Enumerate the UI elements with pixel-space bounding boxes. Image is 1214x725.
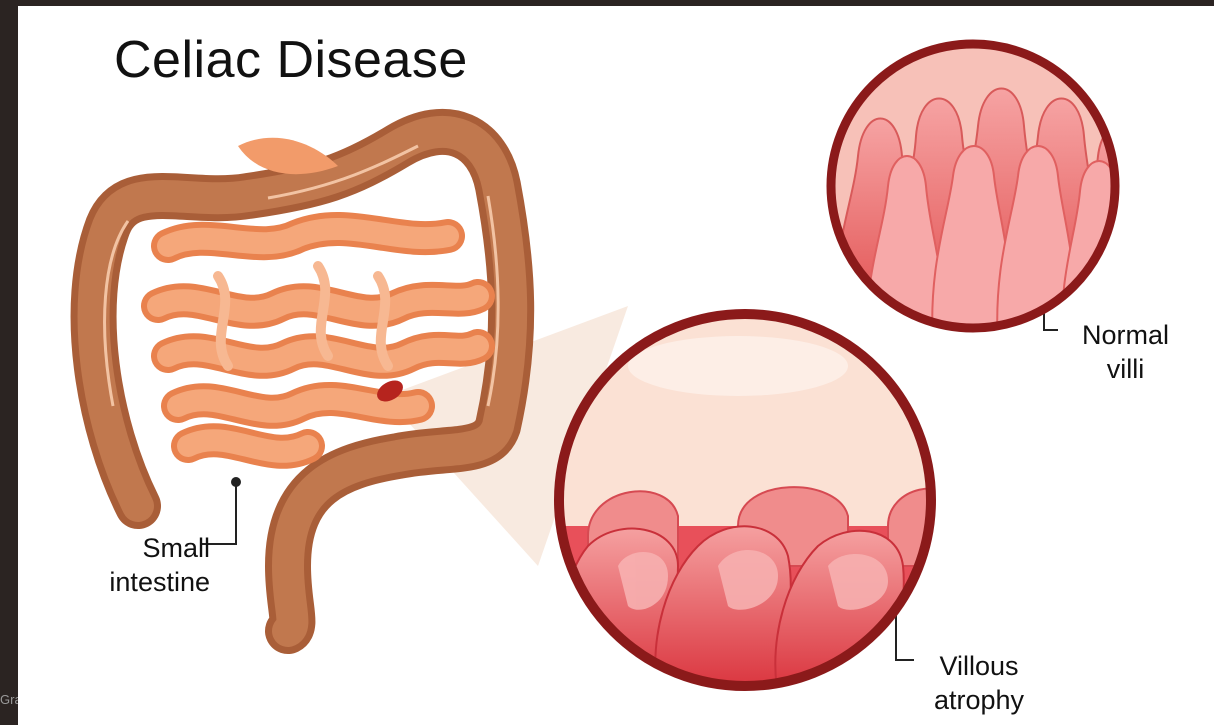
villous-atrophy-label-line1: Villous [934, 649, 1024, 683]
small-intestine-label-line2: intestine [98, 565, 210, 599]
diagram-title: Celiac Disease [114, 34, 468, 86]
villous-atrophy-label: Villous atrophy [934, 649, 1024, 717]
illustration-panel: Celiac Disease Small intestine Normal vi… [18, 6, 1214, 725]
villous-atrophy-label-line2: atrophy [934, 683, 1024, 717]
illustration [18, 6, 1214, 725]
small-intestine-label: Small intestine [98, 531, 210, 599]
normal-villi-label-line2: villi [1082, 352, 1169, 386]
normal-villi-magnified [818, 44, 1138, 346]
normal-villi-label: Normal villi [1082, 318, 1169, 386]
small-intestine-label-line1: Small [98, 531, 210, 565]
normal-villi-label-line1: Normal [1082, 318, 1169, 352]
edge-text: Gra [0, 692, 18, 707]
